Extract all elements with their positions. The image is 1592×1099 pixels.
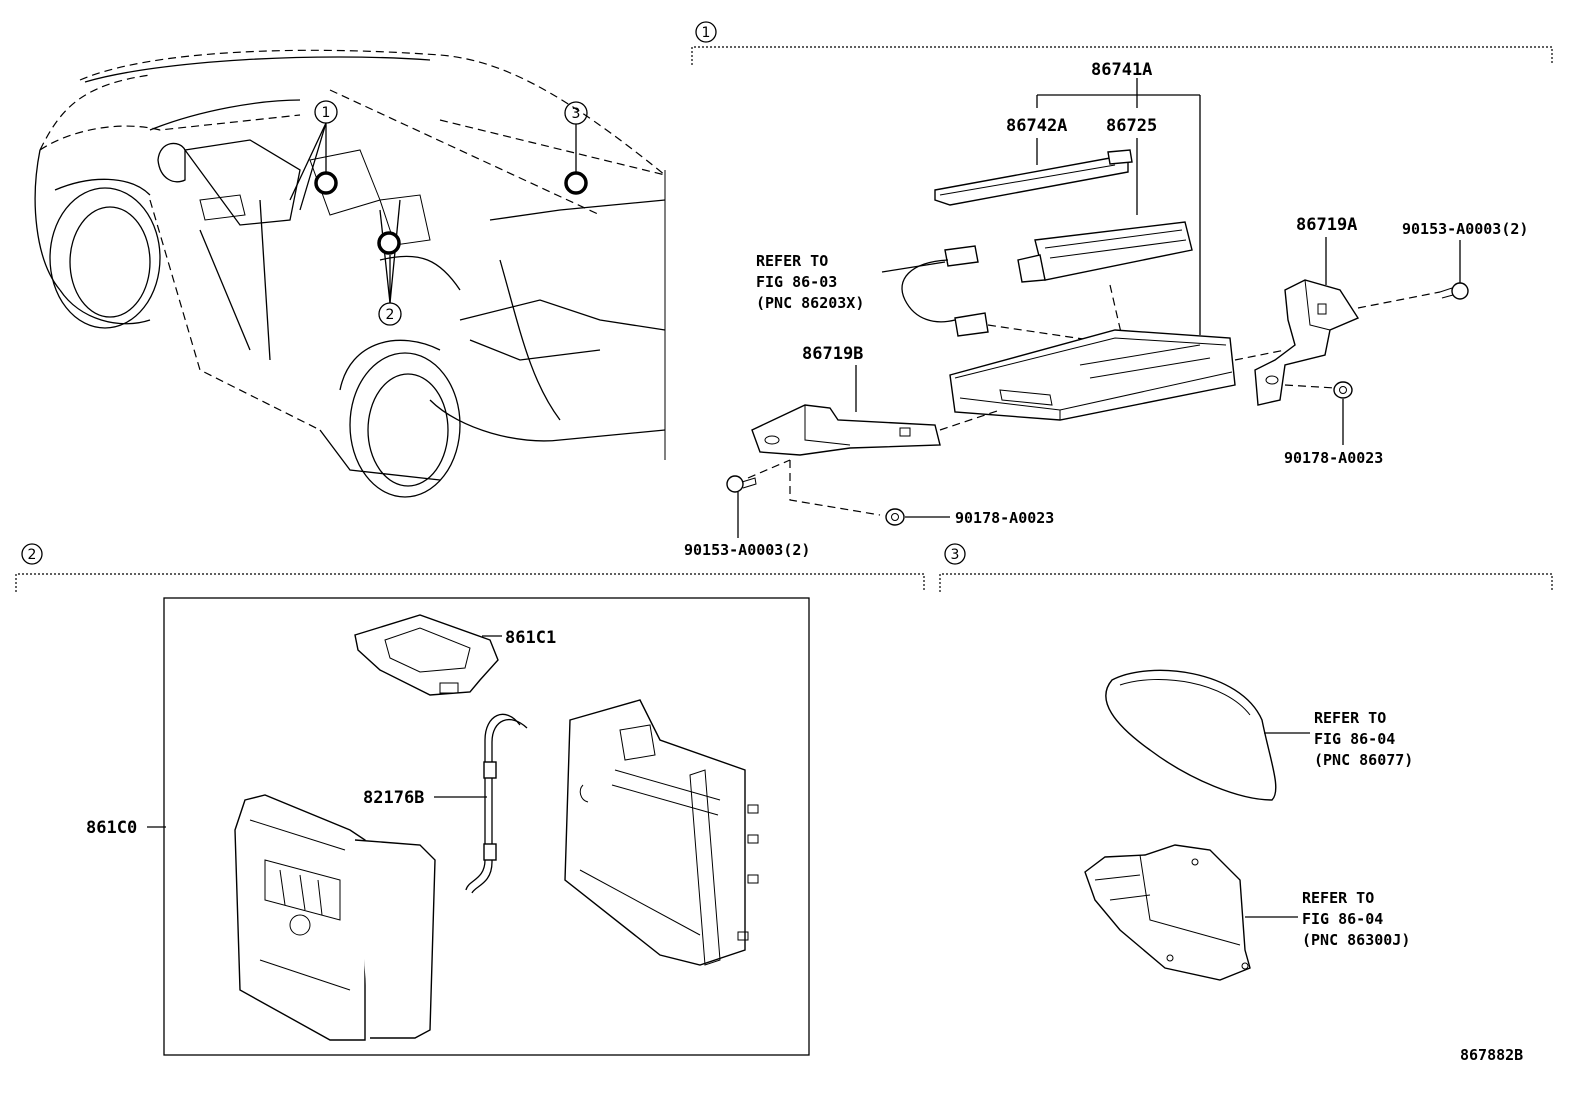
vehicle-illustration bbox=[34, 49, 666, 498]
section-3-bracket: 3 bbox=[939, 543, 1553, 592]
leader-refer-86203X bbox=[881, 261, 946, 273]
part-nut-bottom bbox=[885, 508, 950, 526]
leaders-86741A bbox=[1036, 78, 1201, 335]
part-screw-right bbox=[1439, 240, 1469, 300]
label-86719A: 86719A bbox=[1296, 215, 1357, 235]
section-2-bracket: 2 bbox=[15, 543, 925, 592]
vehicle-callout-3: 3 bbox=[564, 101, 588, 195]
label-86719B: 86719B bbox=[802, 344, 863, 364]
part-screw-bottom bbox=[726, 475, 757, 538]
label-nut-bottom: 90178-A0023 bbox=[955, 509, 1054, 527]
part-antenna-base bbox=[1084, 844, 1298, 981]
label-82176B: 82176B bbox=[363, 788, 424, 808]
part-861C0-housing-left bbox=[234, 794, 436, 1041]
refer-86300J-line3: (PNC 86300J) bbox=[1302, 931, 1410, 949]
assembly-dash-5 bbox=[789, 460, 881, 516]
svg-text:2: 2 bbox=[28, 547, 37, 563]
label-861C1: 861C1 bbox=[505, 628, 556, 648]
assembly-dash-6 bbox=[1234, 349, 1286, 361]
svg-text:2: 2 bbox=[386, 307, 395, 323]
part-861C1 bbox=[354, 614, 502, 696]
label-861C0: 861C0 bbox=[86, 818, 137, 838]
part-86742A-strip bbox=[934, 149, 1133, 206]
refer-86203X-line1: REFER TO bbox=[756, 252, 828, 270]
assembly-dash-8 bbox=[1284, 384, 1336, 389]
part-nut-right bbox=[1333, 381, 1353, 445]
assembly-dash-7 bbox=[1357, 291, 1441, 309]
part-wire-harness bbox=[901, 245, 989, 337]
part-82176B-wire bbox=[434, 713, 528, 894]
part-86719B-bracket bbox=[751, 404, 941, 456]
refer-86077-line3: (PNC 86077) bbox=[1314, 751, 1413, 769]
section-1-bracket: 1 bbox=[691, 21, 1553, 65]
assembly-dash-3 bbox=[939, 409, 1001, 431]
label-nut-right: 90178-A0023 bbox=[1284, 449, 1383, 467]
figure-id: 867882B bbox=[1460, 1046, 1523, 1064]
svg-text:1: 1 bbox=[322, 105, 331, 121]
svg-text:3: 3 bbox=[951, 547, 960, 563]
refer-86203X-line2: FIG 86-03 bbox=[756, 273, 837, 291]
assembly-dash-2 bbox=[987, 324, 1091, 341]
vehicle-callout-1: 1 bbox=[289, 100, 338, 211]
part-86725-module bbox=[1017, 221, 1193, 283]
label-86725: 86725 bbox=[1106, 116, 1157, 136]
vehicle-callout-2: 2 bbox=[377, 199, 402, 326]
part-861C0-housing-right bbox=[564, 699, 759, 966]
label-screw-bottom: 90153-A0003(2) bbox=[684, 541, 810, 559]
label-86742A: 86742A bbox=[1006, 116, 1067, 136]
refer-86203X-line3: (PNC 86203X) bbox=[756, 294, 864, 312]
label-86741A: 86741A bbox=[1091, 60, 1152, 80]
assembly-dash-4 bbox=[747, 459, 791, 479]
refer-86300J-line1: REFER TO bbox=[1302, 889, 1374, 907]
svg-text:3: 3 bbox=[572, 106, 581, 122]
part-86741A-main-unit bbox=[949, 329, 1236, 421]
svg-text:1: 1 bbox=[702, 25, 711, 41]
label-screw-right: 90153-A0003(2) bbox=[1402, 220, 1528, 238]
part-86719A-bracket bbox=[1254, 279, 1360, 406]
refer-86300J-line2: FIG 86-04 bbox=[1302, 910, 1383, 928]
refer-86077-line1: REFER TO bbox=[1314, 709, 1386, 727]
part-antenna-cover bbox=[1105, 669, 1310, 801]
refer-86077-line2: FIG 86-04 bbox=[1314, 730, 1395, 748]
